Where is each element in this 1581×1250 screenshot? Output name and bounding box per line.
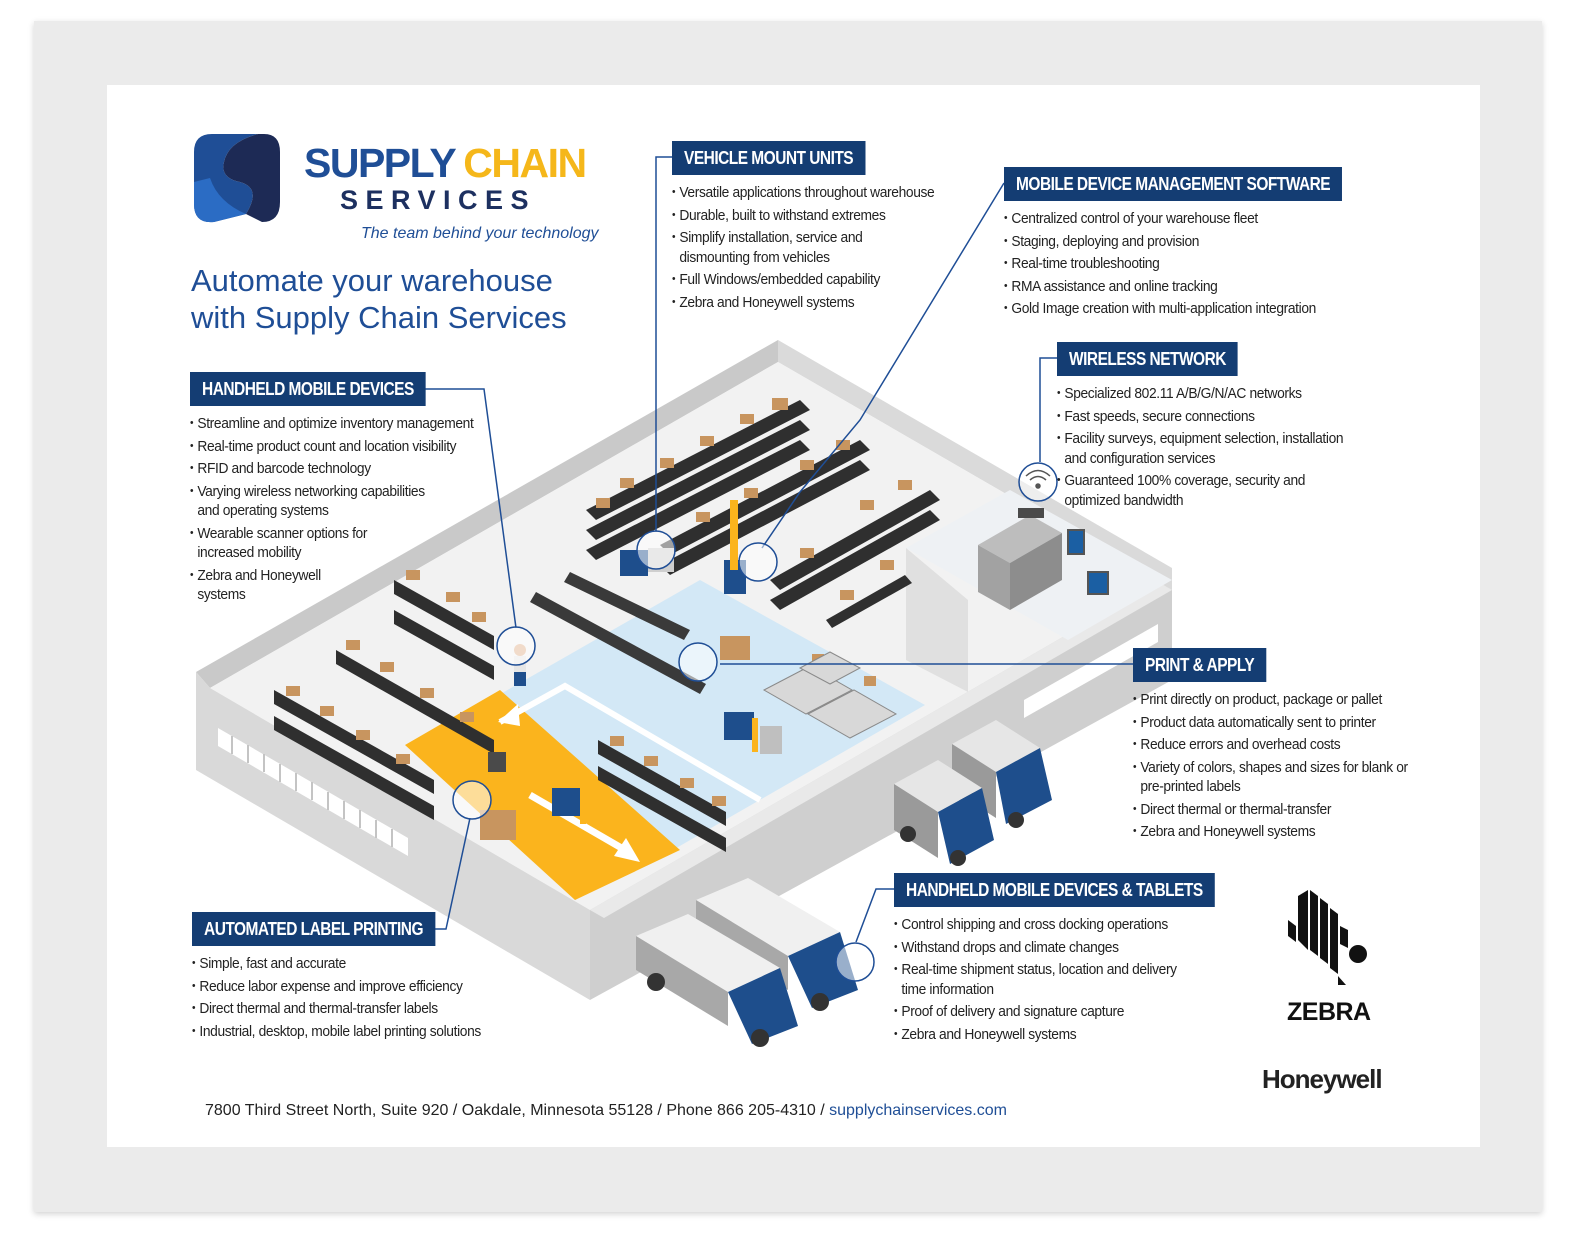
feature-item: Product data automatically sent to print… [1133, 713, 1408, 733]
section-title: AUTOMATED LABEL PRINTING [192, 912, 436, 946]
wifi-icon [1025, 469, 1051, 489]
feature-item: Simple, fast and accurate [192, 954, 481, 974]
feature-list: Control shipping and cross docking opera… [894, 915, 1267, 1044]
page-headline: Automate your warehouse with Supply Chai… [191, 262, 567, 336]
section-handheld-mobile-devices: HANDHELD MOBILE DEVICES Streamline and o… [190, 372, 498, 608]
headline-line2: with Supply Chain Services [191, 300, 567, 335]
feature-item: Zebra and Honeywell systems [894, 1025, 1237, 1045]
floor-zone-yellow [405, 690, 680, 900]
feature-item: Real-time product count and location vis… [190, 437, 473, 457]
section-automated-label-printing: AUTOMATED LABEL PRINTING Simple, fast an… [192, 912, 506, 1044]
feature-list: Print directly on product, package or pa… [1133, 690, 1432, 842]
feature-item: Streamline and optimize inventory manage… [190, 414, 474, 434]
feature-item: Withstand drops and climate changes [894, 938, 1237, 958]
section-handheld-devices-tablets: HANDHELD MOBILE DEVICES & TABLETS Contro… [894, 873, 1267, 1047]
floor-arrow-head [498, 704, 520, 726]
feature-item: Versatile applications throughout wareho… [672, 183, 935, 203]
feature-item: Centralized control of your warehouse fl… [1004, 209, 1366, 229]
feature-item: Print directly on product, package or pa… [1133, 690, 1408, 710]
feature-item: Direct thermal or thermal-transfer [1133, 800, 1408, 820]
zebra-wordmark: ZEBRA [1287, 998, 1371, 1026]
section-title: WIRELESS NETWORK [1057, 342, 1238, 376]
floor-arrow-lane [528, 791, 627, 854]
feature-item: RMA assistance and online tracking [1004, 277, 1366, 297]
wall-windows-right [1024, 624, 1158, 718]
feature-item: Guaranteed 100% coverage, security andop… [1057, 471, 1343, 510]
feature-item: Reduce labor expense and improve efficie… [192, 977, 481, 997]
floor-arrow-lane-head [614, 838, 640, 862]
truck-icon [636, 720, 1052, 1047]
section-mobile-device-management: MOBILE DEVICE MANAGEMENT SOFTWARE Centra… [1004, 167, 1397, 322]
feature-item: Reduce errors and overhead costs [1133, 735, 1408, 755]
office-monitor [1067, 529, 1085, 555]
office-desk-monitor [1087, 571, 1109, 595]
feature-item: Staging, deploying and provision [1004, 232, 1366, 252]
footer-contact: 7800 Third Street North, Suite 920 / Oak… [205, 1102, 1007, 1120]
feature-item: Variety of colors, shapes and sizes for … [1133, 758, 1408, 797]
warehouse-front-top-right [590, 582, 1172, 918]
feature-item: Control shipping and cross docking opera… [894, 915, 1237, 935]
section-wireless-network: WIRELESS NETWORK Specialized 802.11 A/B/… [1057, 342, 1368, 513]
feature-list: Streamline and optimize inventory manage… [190, 414, 498, 605]
brand-name-chain: CHAIN [463, 140, 587, 186]
feature-list: Specialized 802.11 A/B/G/N/AC networksFa… [1057, 384, 1368, 510]
callout-circle-icon [452, 462, 1058, 982]
feature-item: Facility surveys, equipment selection, i… [1057, 429, 1344, 468]
logo-mark [194, 134, 280, 223]
feature-item: Zebra and Honeywell systems [672, 293, 934, 313]
feature-item: Full Windows/embedded capability [672, 270, 934, 290]
brand-name-services: SERVICES [340, 185, 537, 215]
section-title: PRINT & APPLY [1133, 648, 1267, 682]
feature-item: Fast speeds, secure connections [1057, 407, 1343, 427]
zebra-logo [1288, 890, 1367, 985]
feature-item: Specialized 802.11 A/B/G/N/AC networks [1057, 384, 1343, 404]
section-title: VEHICLE MOUNT UNITS [672, 141, 866, 175]
feature-item: RFID and barcode technology [190, 459, 473, 479]
section-vehicle-mount-units: VEHICLE MOUNT UNITS Versatile applicatio… [672, 141, 957, 315]
conveyors [530, 572, 706, 694]
feature-item: Real-time troubleshooting [1004, 254, 1366, 274]
honeywell-wordmark: Honeywell [1262, 1064, 1383, 1094]
section-title: HANDHELD MOBILE DEVICES & TABLETS [894, 873, 1215, 907]
office-room-wall [906, 548, 968, 692]
server-rack [978, 508, 1062, 610]
feature-list: Centralized control of your warehouse fl… [1004, 209, 1397, 319]
feature-item: Simplify installation, service anddismou… [672, 228, 934, 267]
feature-item: Varying wireless networking capabilities… [190, 482, 473, 521]
callout-leaders [420, 156, 1133, 943]
feature-item: Real-time shipment status, location and … [894, 960, 1237, 999]
section-title: HANDHELD MOBILE DEVICES [190, 372, 426, 406]
brand-name-supply: SUPPLY [304, 140, 457, 186]
feature-item: Gold Image creation with multi-applicati… [1004, 299, 1366, 319]
packing-tables [762, 651, 898, 739]
section-print-and-apply: PRINT & APPLY Print directly on product,… [1133, 648, 1432, 845]
footer-website-link[interactable]: supplychainservices.com [829, 1102, 1007, 1119]
feature-list: Simple, fast and accurateReduce labor ex… [192, 954, 506, 1041]
section-title: MOBILE DEVICE MANAGEMENT SOFTWARE [1004, 167, 1343, 201]
feature-item: Industrial, desktop, mobile label printi… [192, 1022, 481, 1042]
shelving-racks [274, 400, 940, 852]
headline-line1: Automate your warehouse [191, 263, 553, 298]
brand-tagline: The team behind your technology [361, 225, 599, 242]
feature-item: Durable, built to withstand extremes [672, 206, 934, 226]
feature-list: Versatile applications throughout wareho… [672, 183, 957, 312]
floor-arrow [498, 682, 762, 803]
footer-address: 7800 Third Street North, Suite 920 / Oak… [205, 1102, 830, 1119]
feature-item: Direct thermal and thermal-transfer labe… [192, 999, 481, 1019]
printer-station [488, 752, 506, 772]
feature-item: Zebra and Honeywell systems [1133, 822, 1408, 842]
feature-item: Proof of delivery and signature capture [894, 1002, 1237, 1022]
